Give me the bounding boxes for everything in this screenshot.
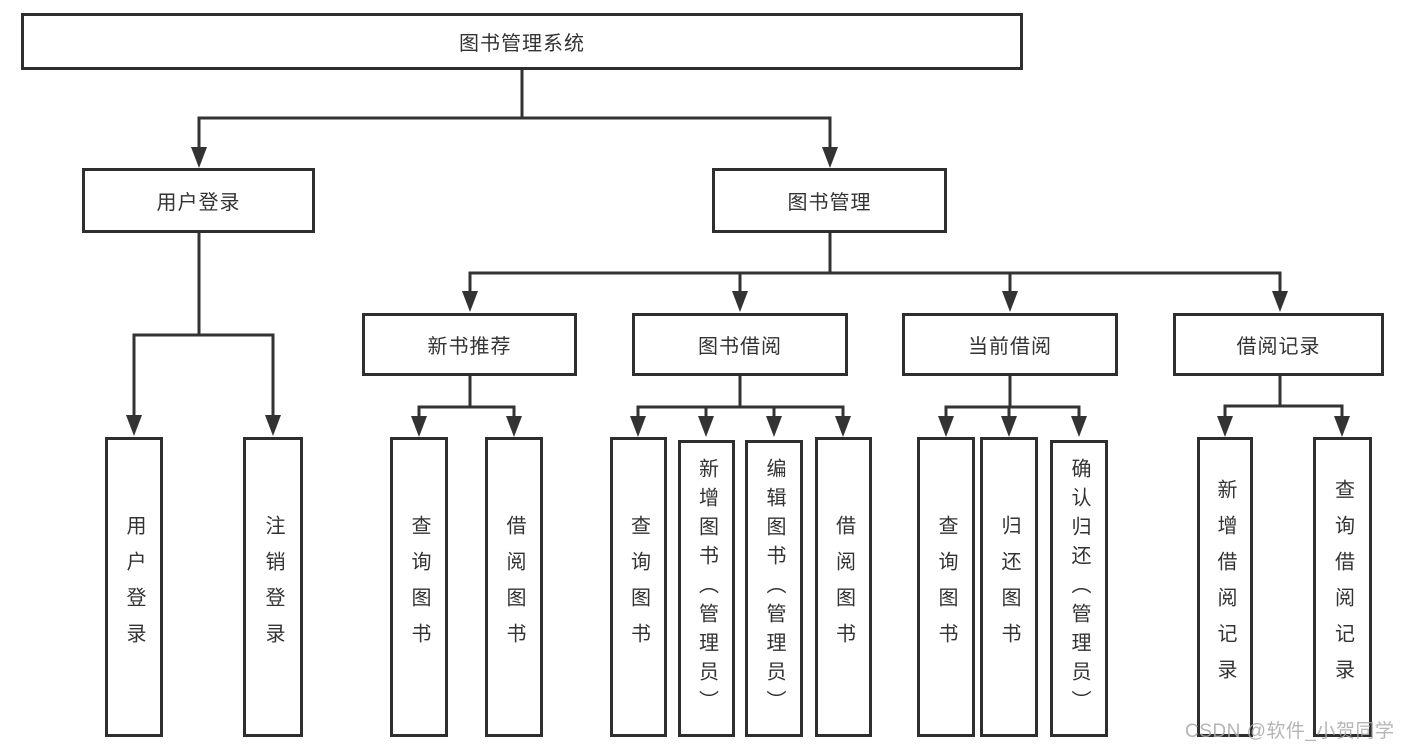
leaf-query-book-borrow-label: 查询图书 (627, 515, 650, 659)
node-root-system: 图书管理系统 (21, 13, 1023, 70)
connector-userlogin-group (132, 231, 275, 420)
leaf-return-book-label: 归还图书 (998, 515, 1020, 659)
leaf-return-book: 归还图书 (980, 437, 1038, 737)
connector-newbook-group (417, 374, 516, 421)
leaf-borrow-book-recommend-label: 借阅图书 (503, 515, 525, 659)
node-new-book-recommend: 新书推荐 (362, 313, 577, 376)
leaf-confirm-return-admin-label: 确认归还（管理员） (1068, 458, 1090, 719)
leaf-logout-login-label: 注销登录 (262, 515, 284, 659)
leaf-borrow-book: 借阅图书 (815, 437, 872, 737)
node-book-borrow: 图书借阅 (632, 313, 848, 376)
leaf-edit-book-admin-label: 编辑图书（管理员） (763, 458, 785, 719)
node-borrow-record: 借阅记录 (1173, 313, 1384, 376)
leaf-borrow-book-label: 借阅图书 (832, 515, 855, 659)
connector-root-to-level2 (197, 68, 832, 152)
node-user-login: 用户登录 (82, 168, 315, 233)
leaf-query-book-current-label: 查询图书 (935, 515, 957, 659)
leaf-query-book-recommend: 查询图书 (390, 437, 448, 737)
connector-bookborrow-group (636, 374, 845, 421)
connector-currentborrow-group (944, 374, 1081, 421)
leaf-query-book-recommend-label: 查询图书 (408, 515, 430, 659)
leaf-user-login-label: 用户登录 (123, 515, 145, 659)
leaf-add-book-admin-label: 新增图书（管理员） (695, 458, 718, 719)
leaf-logout-login: 注销登录 (243, 437, 303, 737)
leaf-query-book-current: 查询图书 (917, 437, 975, 737)
leaf-query-borrow-record: 查询借阅记录 (1313, 437, 1372, 737)
leaf-add-borrow-record: 新增借阅记录 (1197, 437, 1253, 737)
connector-borrowrecord-group (1223, 374, 1344, 421)
leaf-add-book-admin: 新增图书（管理员） (678, 440, 735, 737)
leaf-user-login: 用户登录 (105, 437, 163, 737)
leaf-confirm-return-admin: 确认归还（管理员） (1050, 440, 1108, 737)
leaf-add-borrow-record-label: 新增借阅记录 (1214, 479, 1236, 695)
connector-bookmgmt-to-level3 (468, 231, 1282, 296)
leaf-borrow-book-recommend: 借阅图书 (485, 437, 543, 737)
node-book-management: 图书管理 (712, 168, 947, 233)
node-current-borrow: 当前借阅 (902, 313, 1118, 376)
leaf-query-book-borrow: 查询图书 (610, 437, 667, 737)
csdn-watermark: CSDN @软件_小贺同学 (1185, 721, 1395, 742)
leaf-edit-book-admin: 编辑图书（管理员） (745, 440, 803, 737)
leaf-query-borrow-record-label: 查询借阅记录 (1331, 479, 1354, 695)
arrowheads (126, 147, 1350, 437)
